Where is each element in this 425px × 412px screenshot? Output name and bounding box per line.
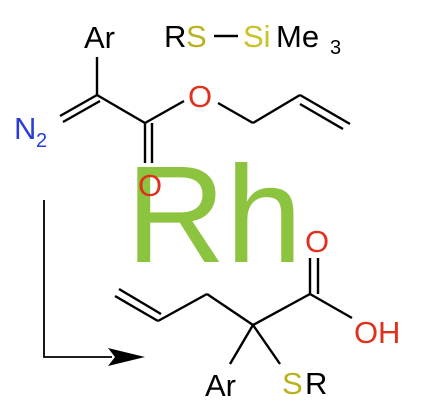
reagent-structure: R S Si Me 3: [164, 19, 341, 59]
bond-o-ch2: [217, 101, 254, 125]
reagent-r-label: R: [164, 19, 186, 54]
reagent-me-label: Me: [276, 19, 319, 54]
reagent-si-label: Si: [243, 19, 271, 54]
bond-c-oh: [309, 292, 353, 320]
reagent-me-subscript: 3: [330, 37, 341, 59]
product-carbonyl-o: O: [305, 224, 329, 259]
bond-cn-b: [62, 99, 101, 124]
catalyst-label: Rh: [126, 138, 302, 292]
diazo-subscript: 2: [36, 130, 47, 152]
bond-ch2-ch: [252, 93, 301, 125]
bond-ch-ch2-a: [299, 93, 351, 126]
diazo-n-label: N: [14, 111, 36, 146]
product-hydroxyl-o: O: [354, 315, 378, 350]
reagent-s-label: S: [186, 19, 207, 54]
bond-cq-aryl: [228, 324, 255, 365]
product-aryl-label: Ar: [205, 368, 236, 403]
product-hydroxyl-h: H: [378, 315, 400, 350]
reaction-arrow: [43, 200, 145, 366]
reactant-ester-o: O: [188, 79, 212, 114]
bond-ch2-b: [118, 287, 162, 316]
reactant-carbonyl-o: O: [138, 168, 162, 203]
bond-cq-cooh: [252, 292, 311, 327]
bond-ch2-cq: [206, 293, 254, 326]
bond-c-carbonyl: [96, 93, 146, 125]
bond-ch-ch2-b: [299, 102, 344, 131]
arrow-head: [108, 348, 145, 366]
bond-ch2-a: [114, 294, 159, 323]
arrow-shaft: [43, 200, 112, 358]
reactant-structure: Ar N 2 O O: [14, 20, 351, 203]
bond-ch-ch2: [157, 292, 208, 323]
product-s-label: S: [282, 366, 303, 401]
bond-cn-a: [59, 93, 98, 118]
reactant-aryl-label: Ar: [84, 20, 115, 55]
product-r-label: R: [305, 366, 327, 401]
bond-cq-s: [252, 324, 281, 365]
product-structure: O O H Ar S R: [114, 224, 400, 403]
bond-c-o-ester: [144, 99, 185, 125]
